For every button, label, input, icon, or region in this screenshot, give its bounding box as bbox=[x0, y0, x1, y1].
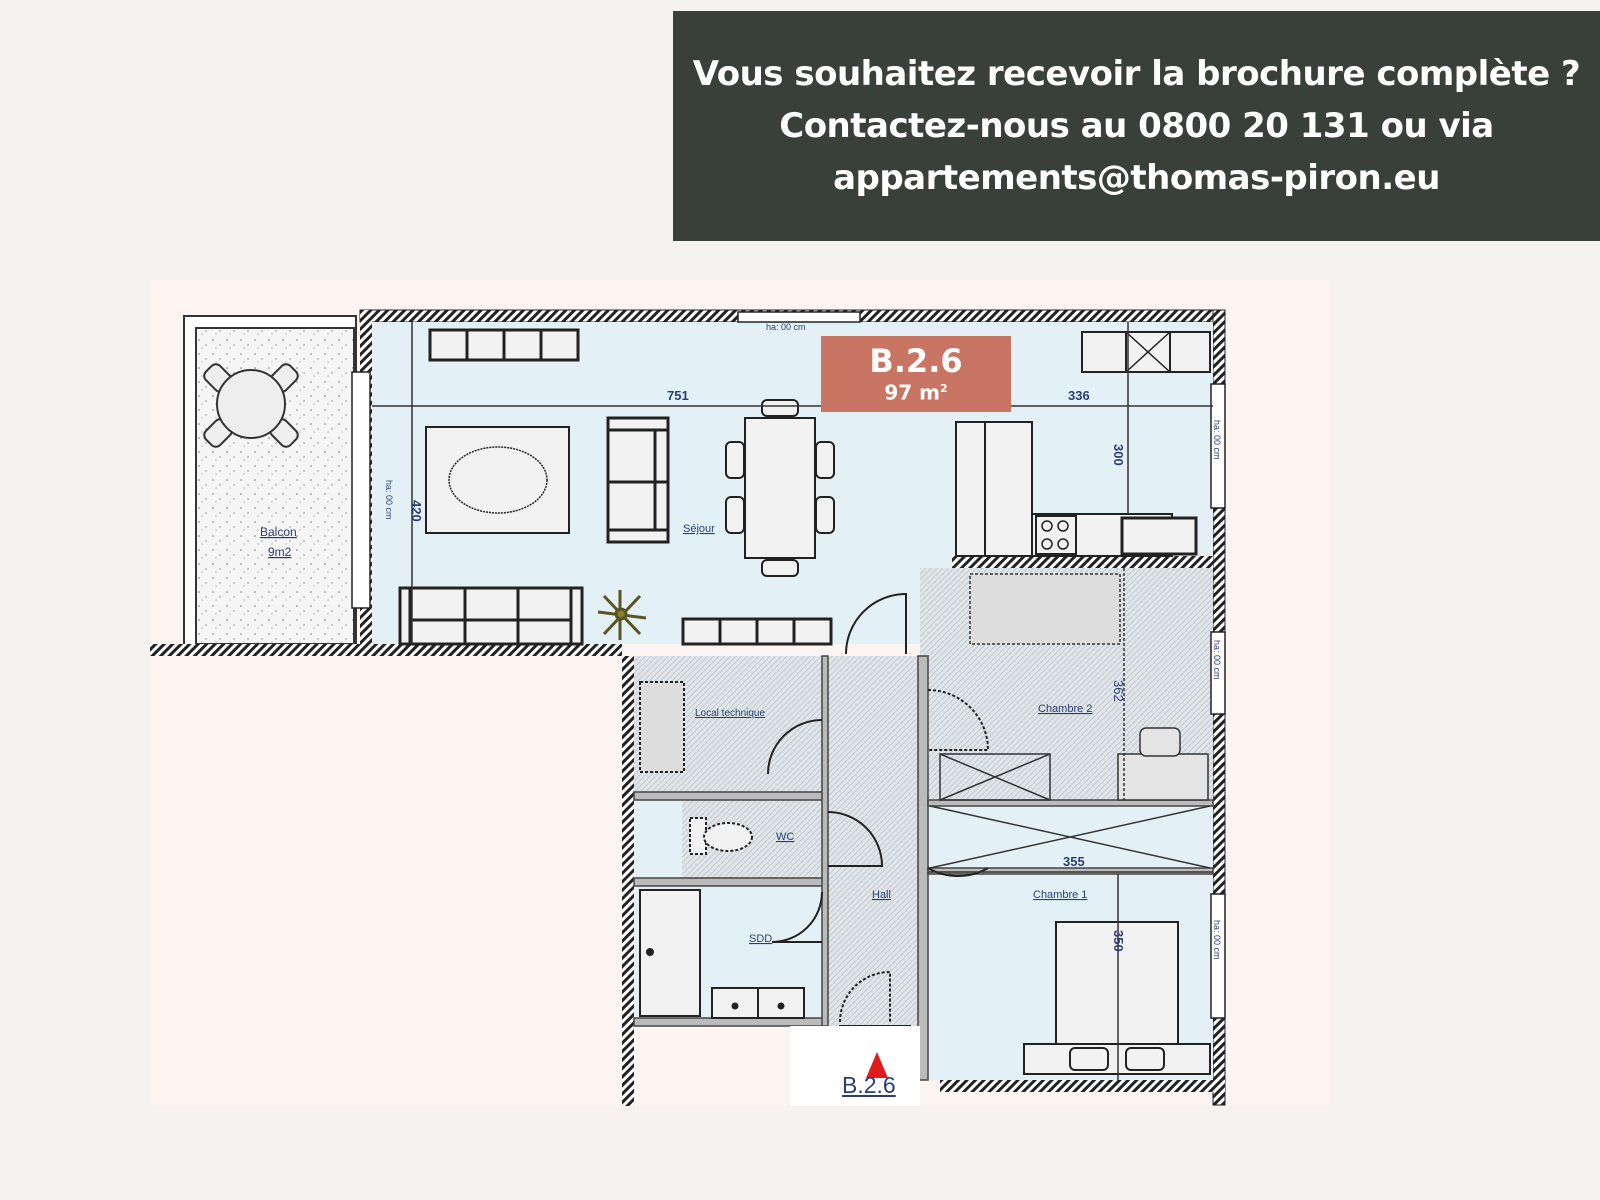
window-note-top: ha: 00 cm bbox=[766, 322, 806, 332]
plant-icon bbox=[597, 590, 647, 640]
window-note-right-1: ha: 00 cm bbox=[1212, 420, 1222, 460]
window-note-right-2: ha: 00 cm bbox=[1212, 640, 1222, 680]
shower-icon bbox=[639, 889, 701, 1017]
boiler-icon bbox=[639, 681, 685, 773]
window-note-left: ha: 00 cm bbox=[384, 480, 394, 520]
entrance-arrow-icon bbox=[866, 1052, 888, 1078]
label-balcony-area: 9m2 bbox=[268, 545, 292, 559]
contact-banner: Vous souhaitez recevoir la brochure comp… bbox=[673, 11, 1600, 241]
bed-icon bbox=[1023, 921, 1211, 1075]
outdoor-table-icon bbox=[203, 363, 299, 448]
fridge-icon bbox=[955, 421, 1033, 557]
unit-area-exp: 2 bbox=[940, 382, 948, 396]
furniture bbox=[398, 328, 1211, 646]
unit-area-unit: m bbox=[919, 380, 940, 405]
entrance-label: B.2.6 bbox=[842, 1072, 896, 1098]
window-note-right-3: ha: 00 cm bbox=[1212, 920, 1222, 960]
dim-living-depth: 420 bbox=[409, 500, 424, 522]
banner-line-email[interactable]: appartements@thomas-piron.eu bbox=[833, 158, 1440, 198]
armchair-icon bbox=[606, 416, 670, 544]
sofa-icon bbox=[398, 586, 584, 646]
dim-bedroom1-width: 355 bbox=[1063, 854, 1085, 869]
balcony bbox=[183, 315, 357, 647]
hall bbox=[826, 656, 920, 1026]
unit-area-value: 97 bbox=[884, 380, 913, 405]
label-technical: Local technique bbox=[695, 708, 765, 719]
banner-line-question: Vous souhaitez recevoir la brochure comp… bbox=[692, 54, 1581, 94]
sink-icon bbox=[1120, 516, 1198, 556]
label-bedroom2: Chambre 2 bbox=[1038, 703, 1092, 715]
unit-code: B.2.6 bbox=[869, 342, 963, 381]
label-bathroom: SDD bbox=[749, 933, 772, 945]
dim-kitchen-depth: 300 bbox=[1111, 444, 1126, 466]
unit-area: 97 m2 bbox=[884, 378, 947, 404]
dining-table-icon bbox=[744, 417, 816, 559]
dim-bedroom2-depth: 362 bbox=[1111, 680, 1126, 702]
label-balcony: Balcon bbox=[260, 525, 297, 539]
windows bbox=[351, 311, 1226, 1019]
label-wc: WC bbox=[776, 831, 794, 843]
dimension-lines bbox=[372, 322, 1213, 1080]
doors bbox=[767, 592, 990, 1023]
label-living: Séjour bbox=[683, 523, 715, 535]
unit-tag: B.2.6 97 m2 bbox=[821, 336, 1011, 412]
dim-living-width: 751 bbox=[667, 388, 689, 403]
banner-line-phone: Contactez-nous au 0800 20 131 ou via bbox=[779, 106, 1494, 146]
label-hall: Hall bbox=[872, 889, 891, 901]
dim-kitchen-width: 336 bbox=[1068, 388, 1090, 403]
dim-bedroom1-depth: 350 bbox=[1111, 930, 1126, 952]
cooktop-icon bbox=[1035, 515, 1077, 555]
toilet-icon bbox=[689, 817, 707, 855]
label-bedroom1: Chambre 1 bbox=[1033, 889, 1087, 901]
